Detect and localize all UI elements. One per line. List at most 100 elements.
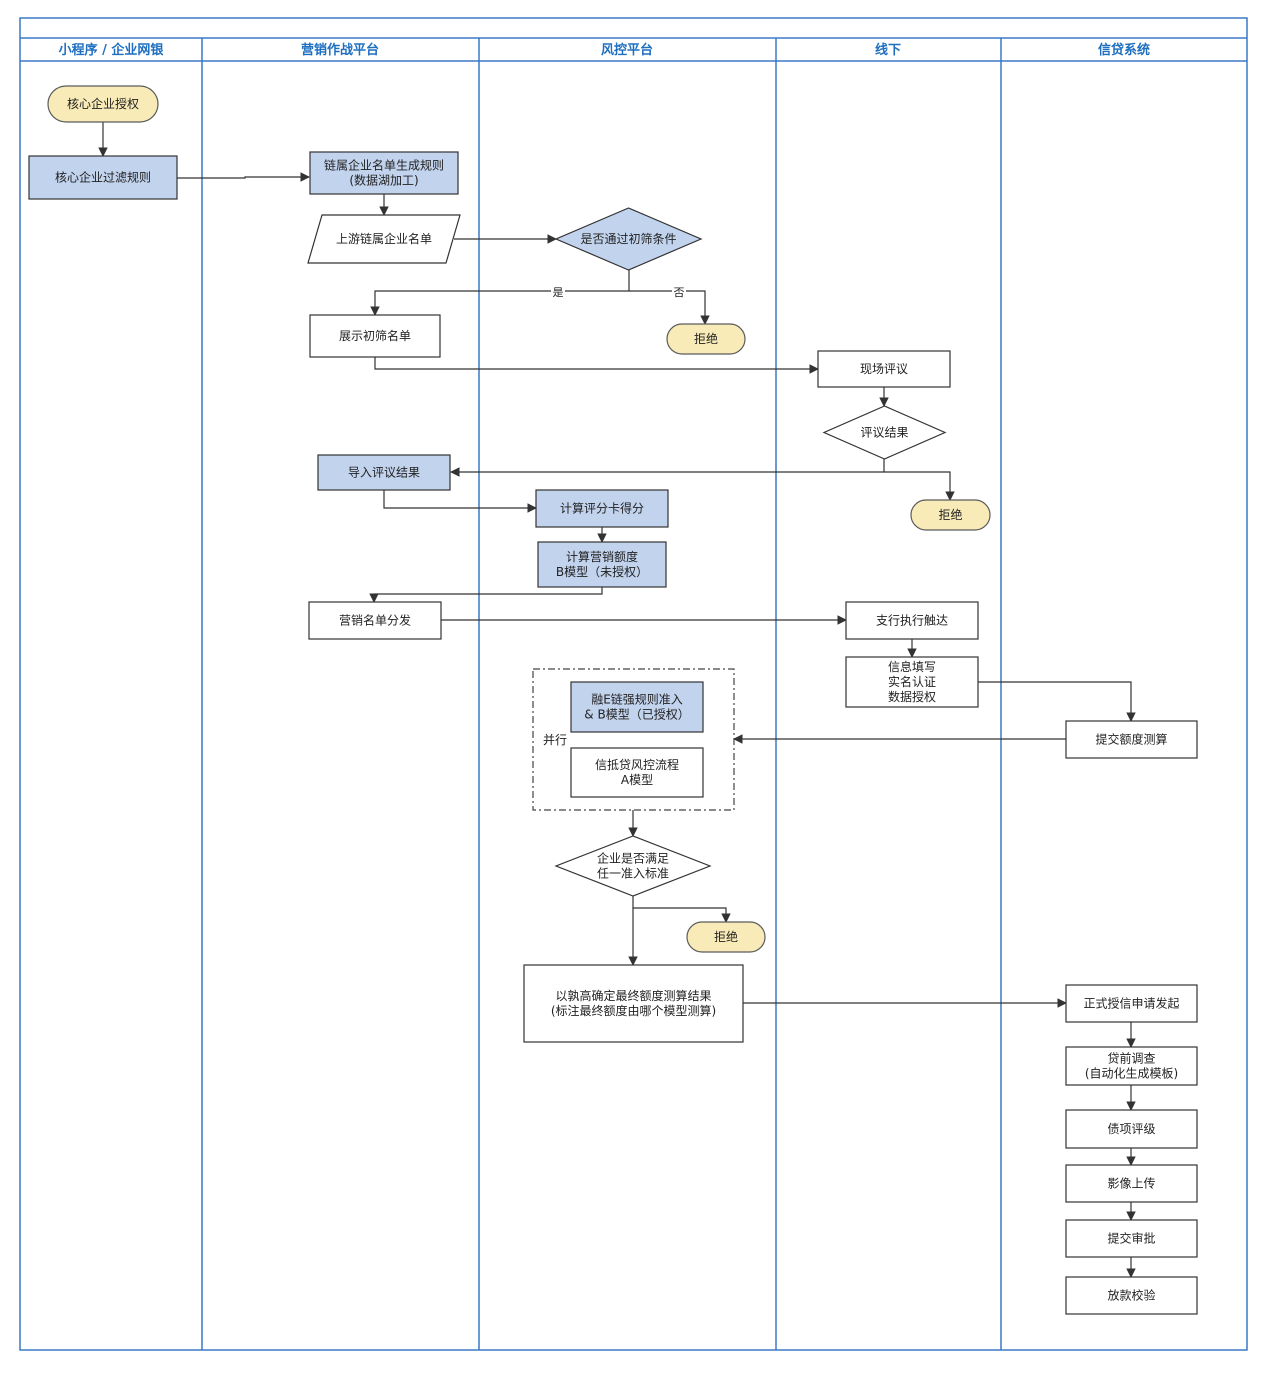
node-image-upload-shape: [1065, 1164, 1198, 1203]
node-final-limit-text: (标注最终额度由哪个模型测算): [551, 1003, 716, 1018]
node-reject-2: 拒绝: [910, 499, 991, 531]
node-pass-screen-shape: [554, 207, 703, 271]
node-show-list-shape: [309, 314, 441, 358]
node-upstream-list-text: 上游链属企业名单: [336, 231, 432, 246]
no-label: 否: [674, 286, 685, 299]
pool-frame: [19, 17, 1248, 1351]
node-import-result: 导入评议结果: [317, 454, 451, 491]
node-debt-rating-text: 债项评级: [1107, 1122, 1155, 1136]
node-meets-std-shape: [554, 835, 712, 897]
node-rongE-rule-text: & B模型（已授权）: [584, 707, 689, 722]
edge-labels: 是 否: [551, 285, 686, 299]
node-dispatch-list-text: 营销名单分发: [339, 613, 411, 628]
node-show-list: 展示初筛名单: [309, 314, 441, 358]
pool-border: [19, 17, 1248, 1351]
node-pre-loan-shape: [1065, 1046, 1198, 1086]
node-formal-apply: 正式授信申请发起: [1065, 984, 1198, 1023]
node-loan-check-shape: [1065, 1276, 1198, 1315]
edge-meets-to-reject: [632, 896, 731, 923]
node-import-result-shape: [317, 454, 451, 491]
node-submit-approval-text: 提交审批: [1107, 1231, 1155, 1246]
node-upstream-list-shape: [307, 214, 461, 264]
node-submit-limit-text: 提交额度测算: [1095, 732, 1167, 747]
node-rongE-rule-shape: [570, 681, 704, 733]
parallel-group: [532, 668, 735, 811]
edge-screen-no: [629, 290, 710, 325]
node-final-limit: 以孰高确定最终额度测算结果(标注最终额度由哪个模型测算): [523, 964, 744, 1043]
node-rongE-rule: 融E链强规则准入& B模型（已授权）: [570, 681, 704, 733]
lane-title-risk: 风控平台: [601, 42, 653, 58]
node-core-filter-text: 核心企业过滤规则: [55, 170, 151, 185]
node-debt-rating-shape: [1065, 1109, 1198, 1149]
node-onsite-review-shape: [817, 350, 951, 388]
node-calc-score-shape: [535, 489, 669, 528]
node-show-list-text: 展示初筛名单: [339, 328, 411, 343]
node-formal-apply-text: 正式授信申请发起: [1083, 996, 1179, 1011]
node-upstream-list: 上游链属企业名单: [307, 214, 461, 264]
node-chain-rule: 链属企业名单生成规则(数据湖加工): [309, 151, 459, 195]
node-debt-rating: 债项评级: [1065, 1109, 1198, 1149]
node-info-fill-text: 信息填写: [888, 659, 936, 674]
node-info-fill-text: 数据授权: [888, 689, 936, 704]
node-final-limit-text: 以孰高确定最终额度测算结果: [555, 988, 711, 1003]
node-reject-1: 拒绝: [666, 323, 746, 355]
node-mortgage-flow-text: A模型: [621, 773, 653, 787]
node-chain-rule-text: (数据湖加工): [349, 173, 418, 188]
node-parallel-label: 并行: [543, 733, 567, 747]
node-pre-loan-text: 贷前调查: [1107, 1051, 1155, 1066]
node-chain-rule-text: 链属企业名单生成规则: [324, 158, 444, 173]
node-core-auth: 核心企业授权: [47, 85, 159, 123]
node-mortgage-flow-shape: [570, 747, 704, 798]
node-submit-approval-shape: [1065, 1219, 1198, 1258]
node-branch-reach-shape: [845, 601, 979, 640]
node-reject-2-text: 拒绝: [938, 507, 962, 522]
node-onsite-review: 现场评议: [817, 350, 951, 388]
node-info-fill-text: 实名认证: [888, 674, 936, 689]
node-info-fill-shape: [845, 656, 979, 708]
node-final-limit-shape: [523, 964, 744, 1043]
edge-result-to-import: [450, 459, 885, 477]
lane-titles: 小程序 / 企业网银 营销作战平台 风控平台 线下 信贷系统: [59, 42, 1150, 58]
node-review-result: 评议结果: [822, 405, 947, 460]
edge-info-to-submit: [978, 681, 1136, 722]
node-calc-limit-text: 计算营销额度: [566, 549, 638, 564]
node-branch-reach: 支行执行触达: [845, 601, 979, 640]
node-reject-3-shape: [686, 921, 766, 953]
node-image-upload-text: 影像上传: [1107, 1176, 1155, 1191]
node-reject-2-shape: [910, 499, 991, 531]
nodes: 核心企业授权核心企业过滤规则链属企业名单生成规则(数据湖加工)上游链属企业名单是…: [28, 85, 1198, 1315]
node-review-result-text: 评议结果: [860, 426, 908, 440]
node-reject-1-text: 拒绝: [694, 331, 718, 346]
node-submit-limit: 提交额度测算: [1065, 720, 1198, 759]
node-meets-std-text: 任一准入标准: [597, 867, 669, 881]
yes-label: 是: [553, 286, 564, 299]
edge-limit-to-dispatch: [369, 587, 603, 603]
node-reject-3: 拒绝: [686, 921, 766, 953]
node-onsite-review-text: 现场评议: [860, 362, 908, 376]
edge-import-to-score: [383, 490, 537, 513]
node-chain-rule-shape: [309, 151, 459, 195]
node-reject-3-text: 拒绝: [714, 929, 738, 944]
lane-title-marketing: 营销作战平台: [301, 42, 379, 58]
node-submit-limit-shape: [1065, 720, 1198, 759]
node-pass-screen: 是否通过初筛条件: [554, 207, 703, 271]
node-parallel-label-text: 并行: [543, 733, 567, 747]
node-pre-loan: 贷前调查(自动化生成模板): [1065, 1046, 1198, 1086]
node-dispatch-list: 营销名单分发: [308, 601, 442, 640]
node-calc-score-text: 计算评分卡得分: [560, 501, 644, 516]
node-dispatch-list-shape: [308, 601, 442, 640]
node-formal-apply-shape: [1065, 984, 1198, 1023]
lane-title-offline: 线下: [875, 42, 901, 58]
node-calc-limit-shape: [537, 541, 667, 588]
node-core-auth-text: 核心企业授权: [67, 96, 139, 111]
node-review-result-shape: [822, 405, 947, 460]
edge-screen-yes: [370, 270, 630, 316]
edges: [98, 122, 1136, 1278]
node-core-auth-shape: [47, 85, 159, 123]
lane-title-credit: 信贷系统: [1098, 42, 1150, 58]
